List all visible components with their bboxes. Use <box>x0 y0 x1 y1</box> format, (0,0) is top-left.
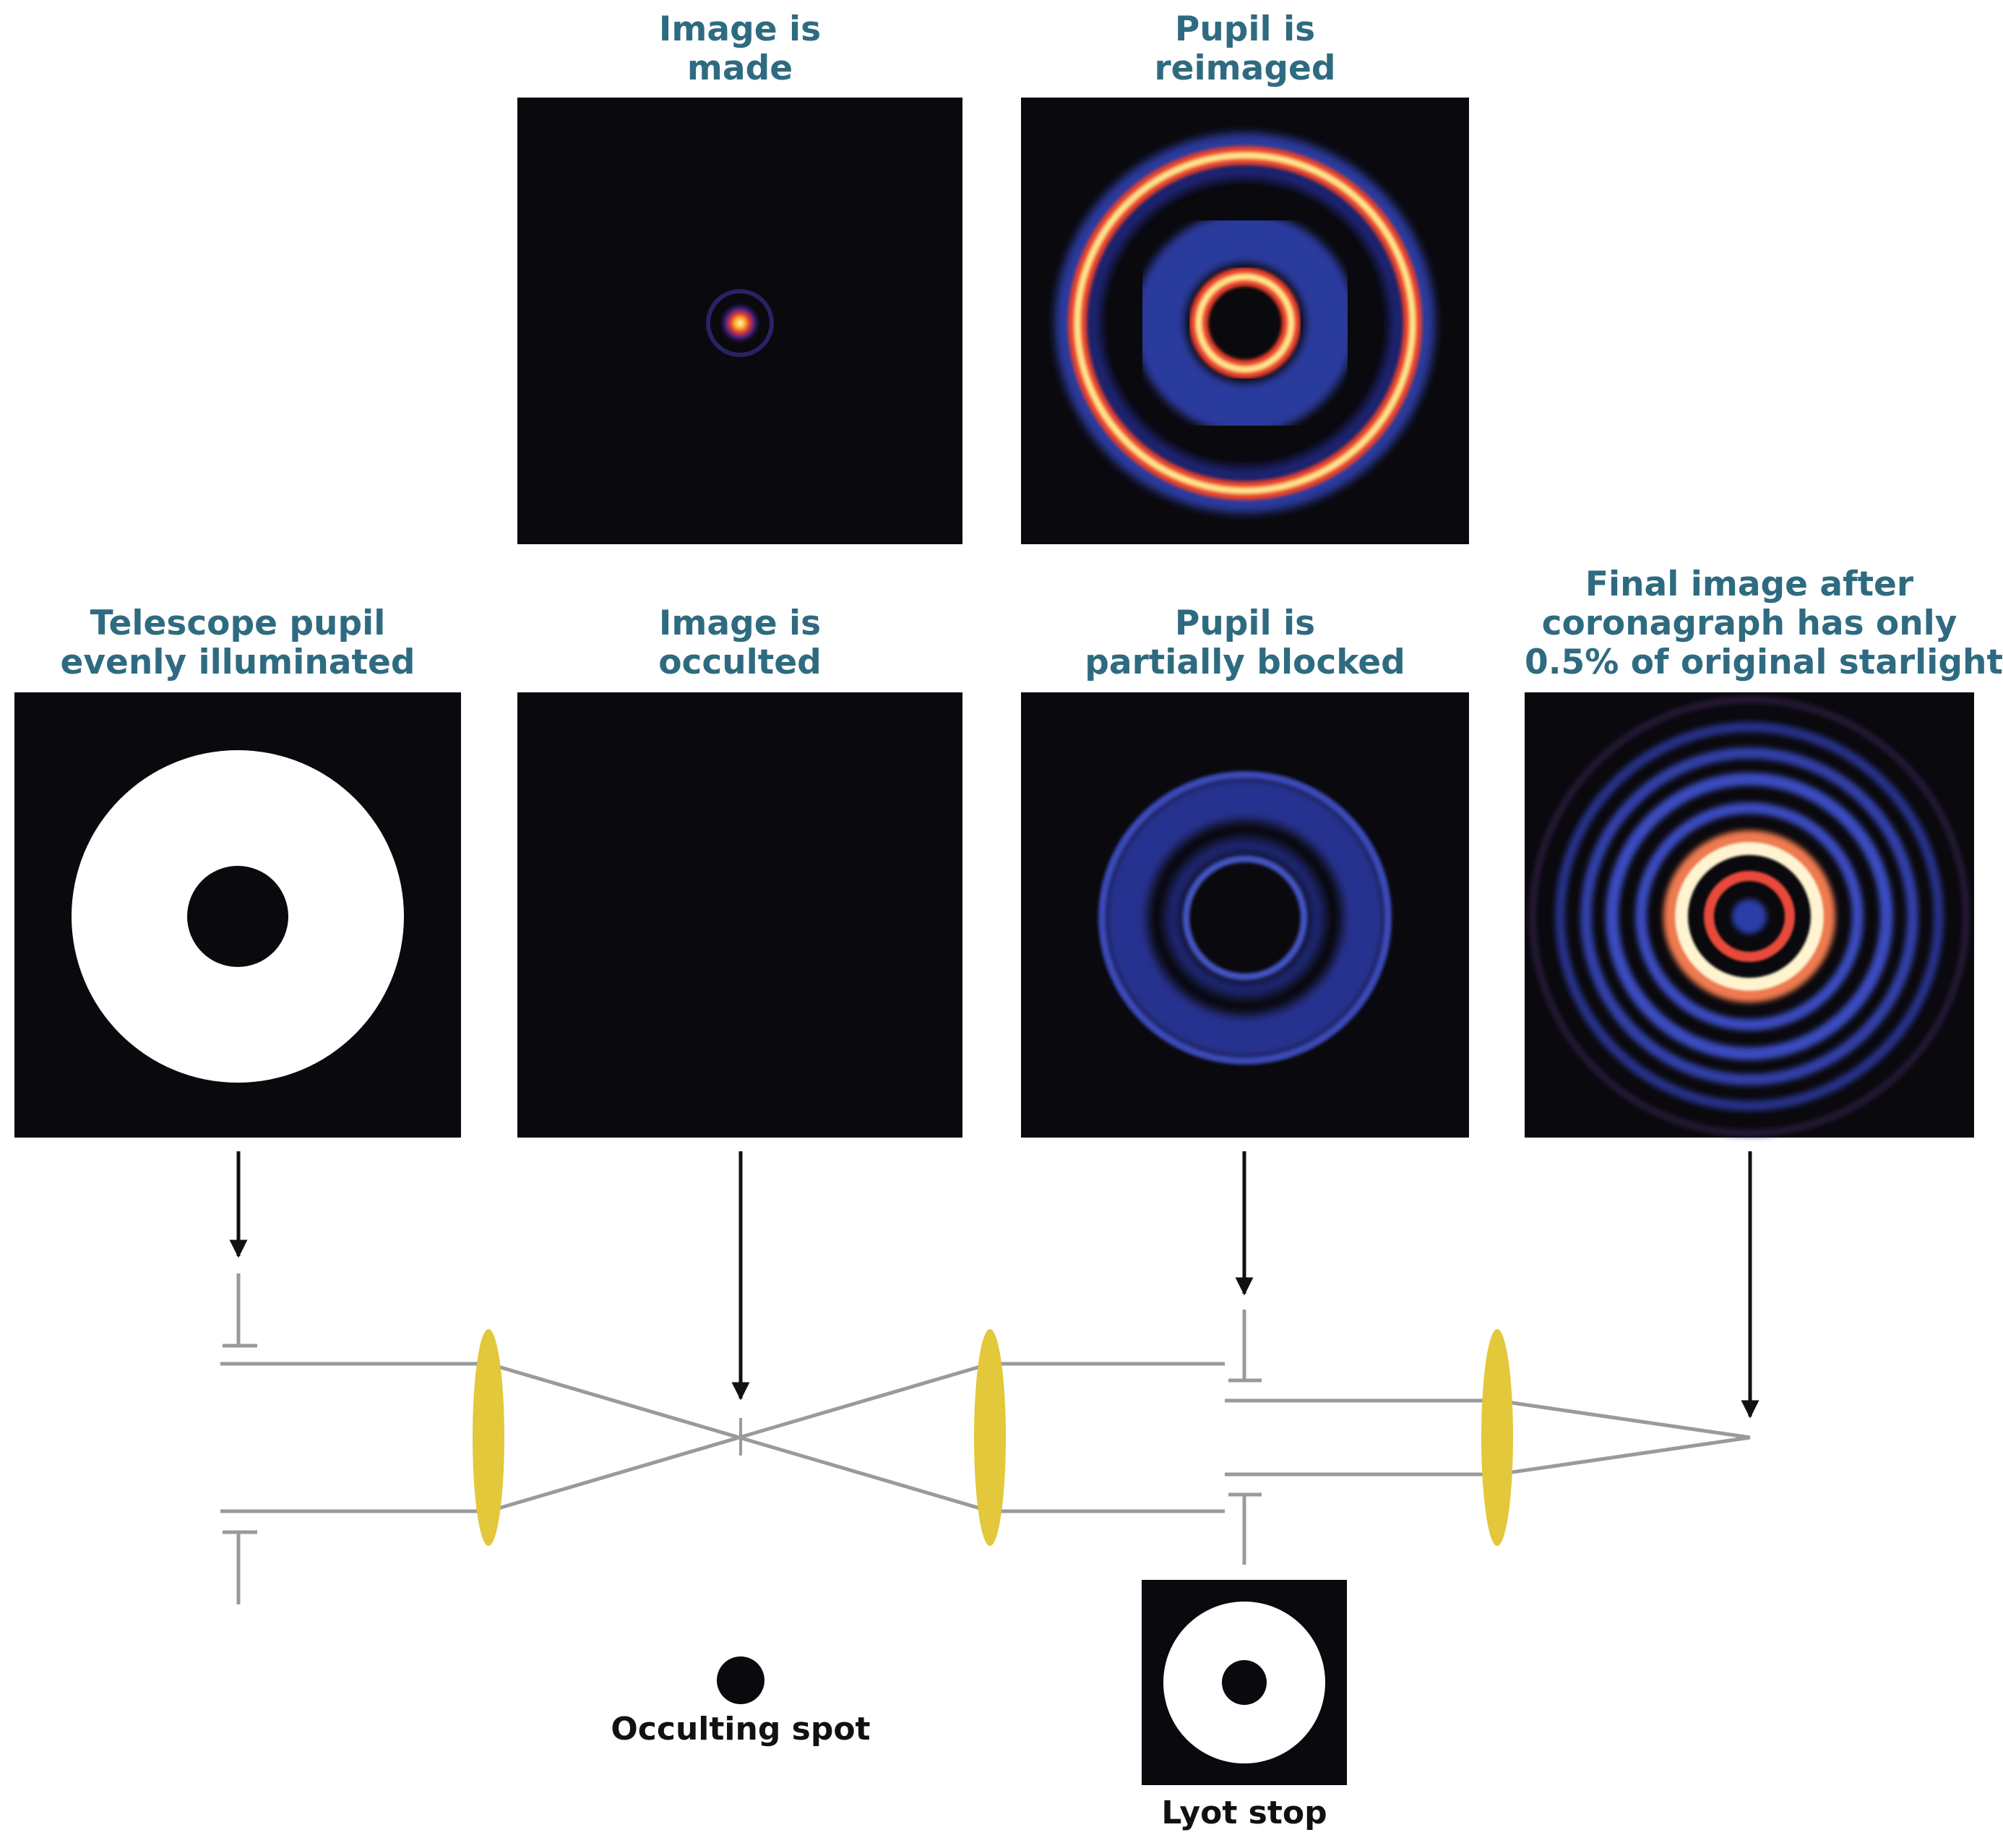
label-occulting-spot: Occulting spot <box>611 1711 871 1748</box>
lens-1 <box>473 1329 504 1546</box>
caption-line: made <box>686 48 793 88</box>
panel-image-made <box>517 98 962 544</box>
caption-line: reimaged <box>1154 48 1336 88</box>
lens-3 <box>1481 1329 1513 1546</box>
caption-line: Pupil is <box>1174 603 1316 643</box>
caption-image-occulted: Image is occulted <box>517 604 962 682</box>
caption-final-image: Final image after coronagraph has only 0… <box>1525 564 2003 682</box>
caption-pupil-reimaged: Pupil is reimaged <box>1021 10 1469 88</box>
caption-image-made: Image is made <box>517 10 962 88</box>
caption-pupil-blocked: Pupil is partially blocked <box>1021 604 1469 682</box>
panel-pupil-blocked <box>1021 692 1469 1138</box>
panel-final-image <box>1525 692 1974 1138</box>
caption-line: occulted <box>658 642 822 682</box>
reimaged-pupil-rings <box>1055 133 1435 513</box>
final-image-rings <box>1530 697 1969 1136</box>
lens-2 <box>974 1329 1006 1546</box>
ray-paths <box>220 1362 1751 1513</box>
label-lyot-stop: Lyot stop <box>1161 1795 1327 1831</box>
blocked-pupil-rings <box>1098 771 1392 1065</box>
lyot-stop-graphic <box>1142 1580 1347 1785</box>
caption-line: evenly illuminated <box>60 642 415 682</box>
panel-telescope-pupil <box>14 692 461 1138</box>
caption-line: coronagraph has only <box>1541 603 1957 643</box>
caption-line: Final image after <box>1585 564 1914 604</box>
annular-pupil-graphic <box>72 750 404 1083</box>
panel-image-occulted <box>517 692 962 1138</box>
caption-line: Telescope pupil <box>90 603 386 643</box>
panel-pupil-reimaged <box>1021 98 1469 544</box>
caption-telescope-pupil: Telescope pupil evenly illuminated <box>14 604 461 682</box>
caption-line: Pupil is <box>1174 9 1316 49</box>
occulting-spot <box>717 1656 764 1704</box>
caption-line: partially blocked <box>1085 642 1405 682</box>
entrance-stop <box>223 1273 257 1604</box>
caption-line: Image is <box>658 9 822 49</box>
caption-line: 0.5% of original starlight <box>1525 642 2003 682</box>
psf-spot-graphic <box>706 289 774 357</box>
caption-line: Image is <box>658 603 822 643</box>
lyot-stop-mount <box>1228 1310 1262 1565</box>
